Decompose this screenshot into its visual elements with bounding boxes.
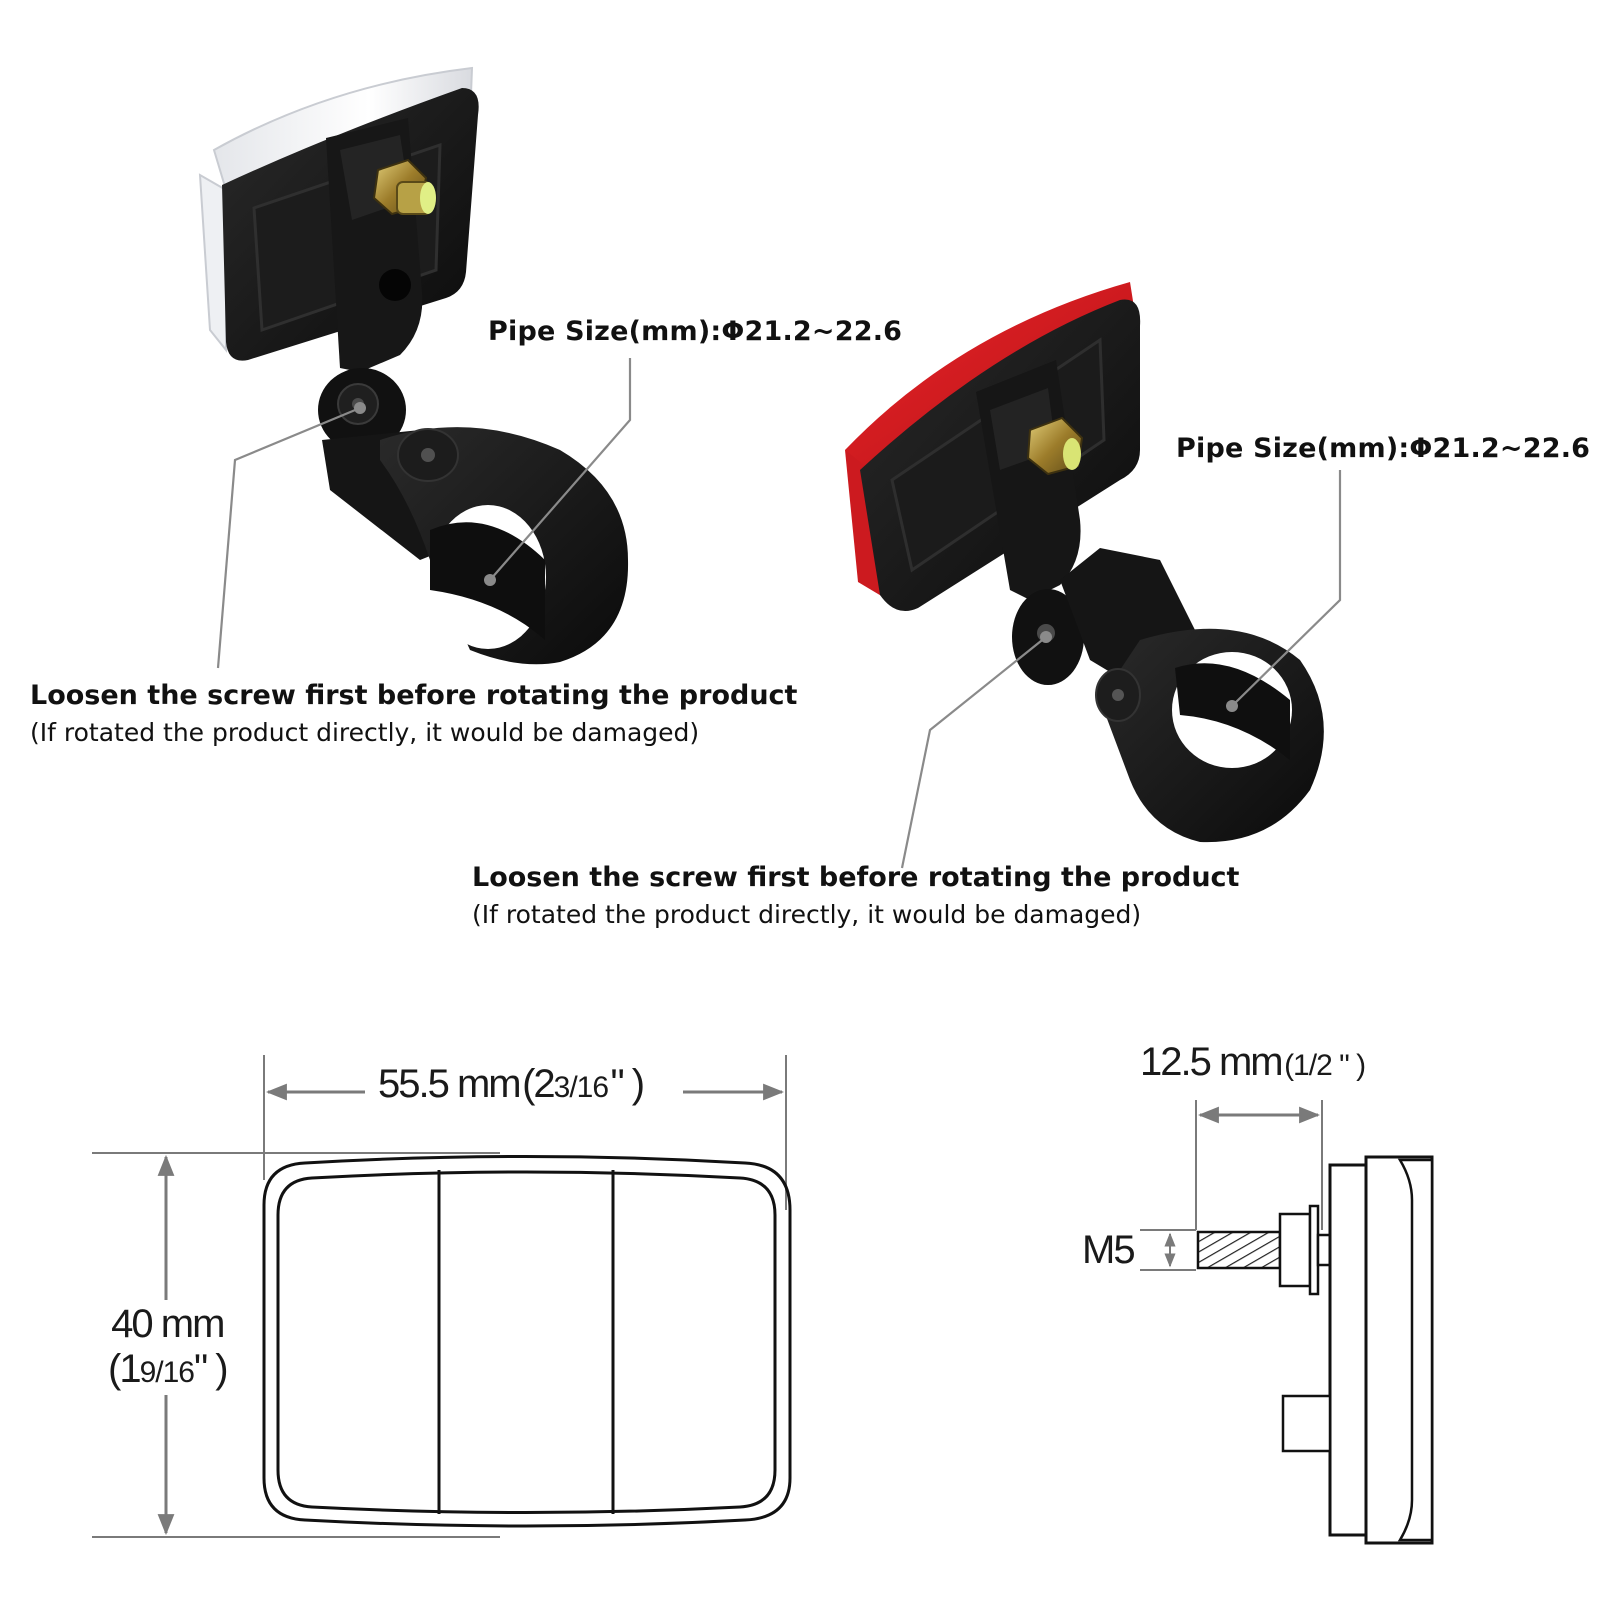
width-inch-close: " ) [610,1062,645,1106]
depth-inch: (1/2 " ) [1284,1049,1366,1082]
depth-dimension-label: 12.5 mm (1/2 " ) [1140,1040,1366,1085]
width-inch-open: (2 [522,1062,556,1106]
pipe-size-label-white: Pipe Size(mm):Φ21.2~22.6 [488,316,903,347]
pipe-size-label-red: Pipe Size(mm):Φ21.2~22.6 [1176,433,1591,464]
width-mm: 55.5 mm [378,1062,522,1106]
front-view-drawing [92,1055,792,1538]
width-inch-fraction: 3/16 [553,1071,609,1104]
height-inch-fraction: 9/16 [139,1356,195,1389]
side-view-drawing [1140,1100,1434,1545]
white-reflector-photo [198,66,629,665]
loosen-screw-note-red: Loosen the screw first before rotating t… [472,862,1240,893]
leader-lines [216,358,1342,869]
width-dimension-label: 55.5 mm (23/16 " ) [378,1062,645,1107]
loosen-screw-note-white: Loosen the screw first before rotating t… [30,680,798,711]
pipe-center-dot-white [484,574,496,586]
height-inch-open: (1 [108,1347,142,1391]
height-mm: 40 mm [111,1302,225,1346]
red-reflector-photo [845,282,1324,843]
damage-warning-red: (If rotated the product directly, it wou… [472,900,1142,929]
depth-mm: 12.5 mm [1140,1040,1284,1084]
damage-warning-white: (If rotated the product directly, it wou… [30,718,700,747]
screw-dot-red [1040,631,1052,643]
height-inch-close: " ) [193,1347,229,1391]
thread-size-label: M5 [1082,1228,1136,1272]
screw-dot-white [354,402,366,414]
pipe-center-dot-red [1226,700,1238,712]
height-dimension-label: 40 mm (19/16" ) [108,1302,229,1392]
